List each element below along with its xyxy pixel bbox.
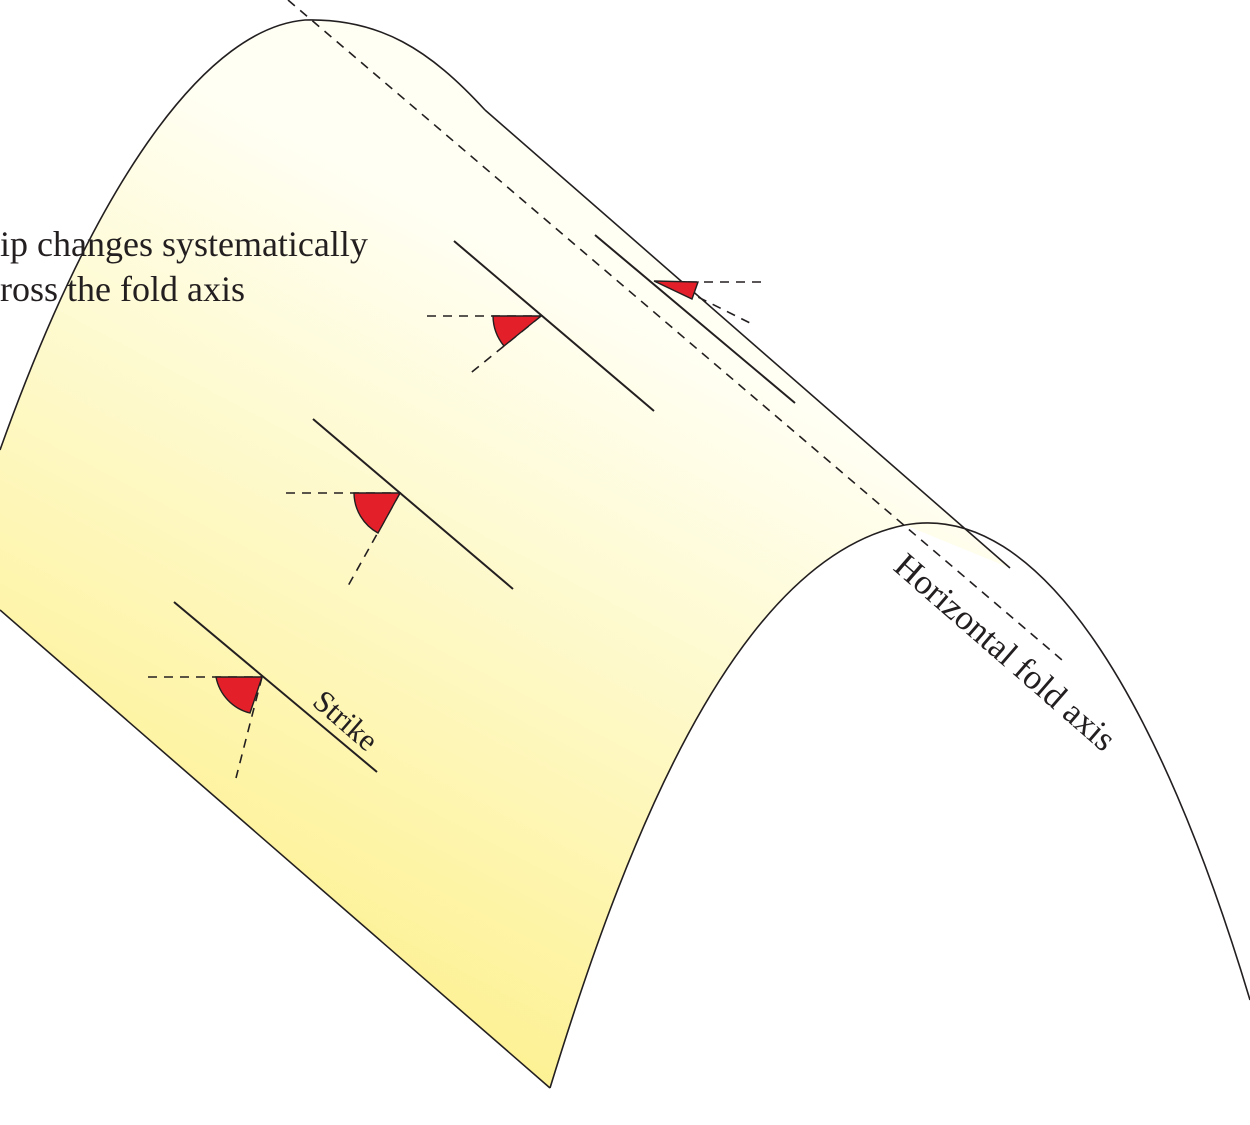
dip-wedge-1 [653,280,699,300]
dip-wedge-2 [492,315,543,347]
dip-direction-1 [683,289,753,325]
dip-label-line-2: ross the fold axis [0,269,245,309]
dip-wedge-3 [353,492,402,534]
dip-label-line-1: ip changes systematically [0,224,368,264]
fold-front-profile [549,522,1250,1089]
fold-surface [0,19,1010,1088]
strike-line-2 [453,240,655,412]
strike-line-3 [312,418,514,590]
fold-axis-label: Horizontal fold axis [887,546,1124,759]
dip-direction-4 [235,676,263,779]
fold-back-profile [0,19,486,451]
dip-wedge-4 [215,676,263,714]
strike-line-1 [594,234,796,404]
strike-line-4 [173,601,378,773]
fold-near-edge [0,609,551,1089]
fold-top-right-edge [484,109,1011,569]
